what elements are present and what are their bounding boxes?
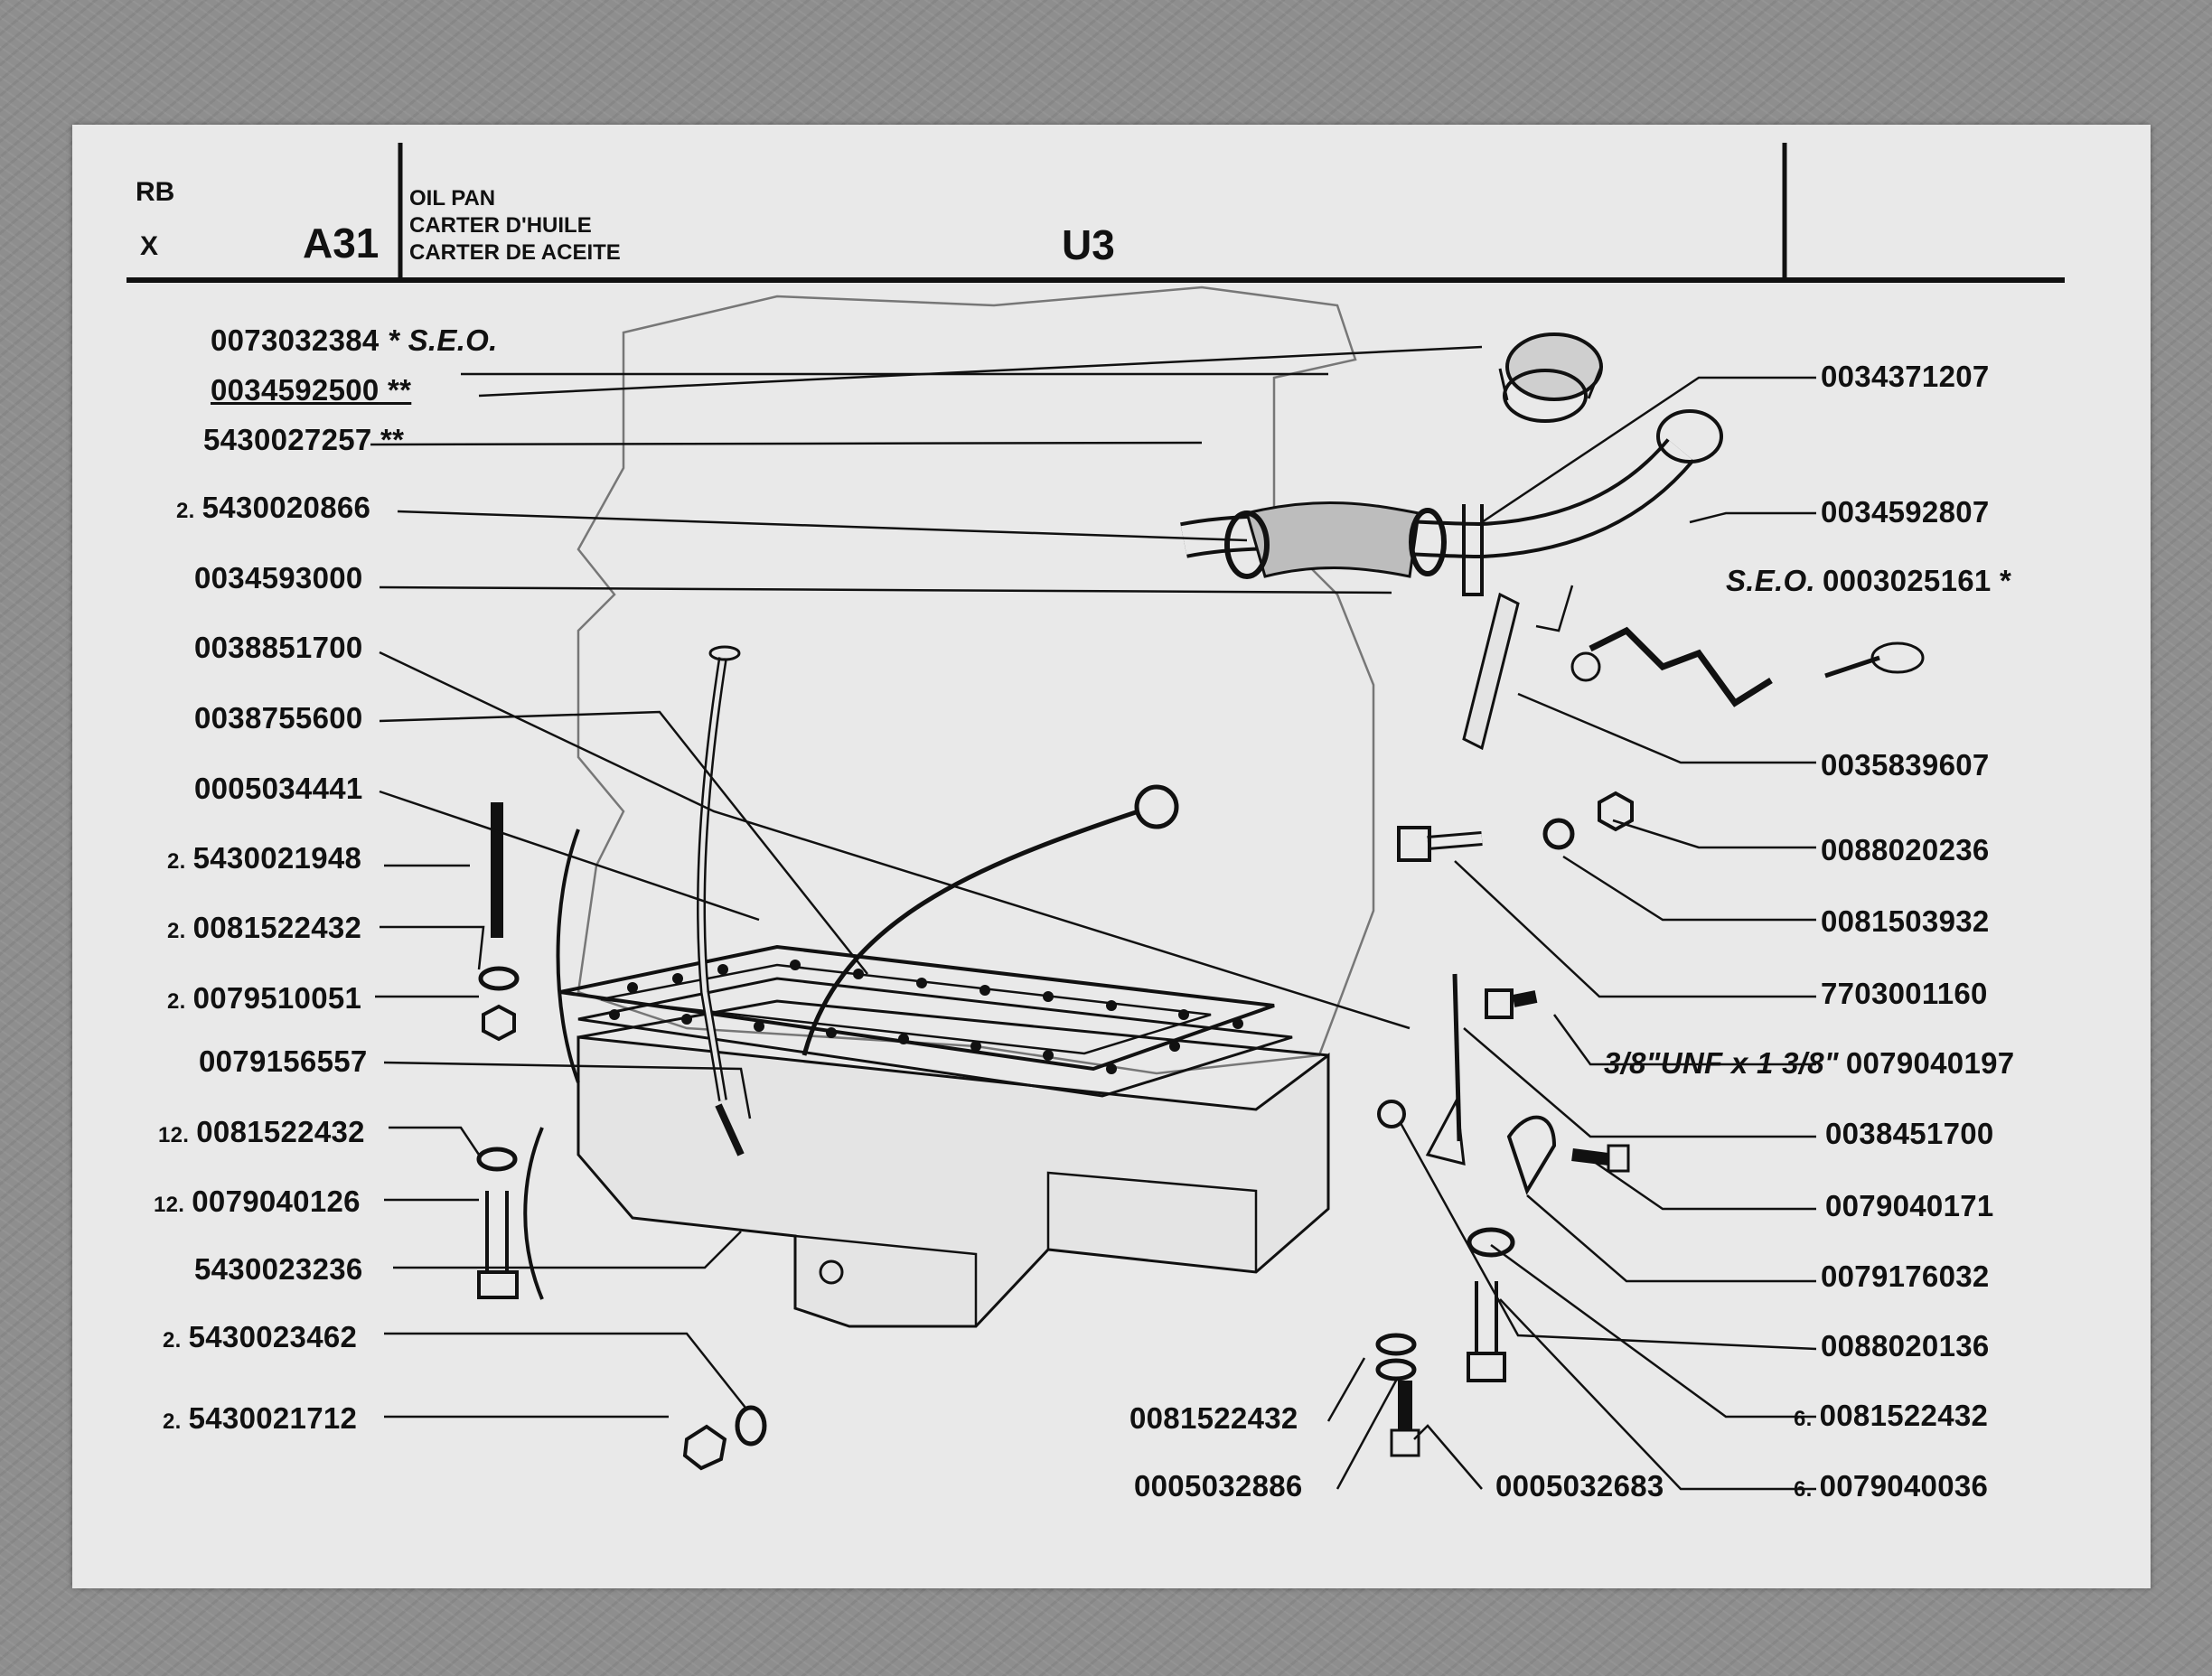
pan-gasket-lower — [577, 977, 1293, 1098]
header-code-rb: RB — [136, 177, 175, 207]
right-label: 6.0079040036 — [1794, 1469, 1989, 1503]
left-label: 0034592500 ** — [211, 373, 412, 407]
hose-clamp — [1224, 510, 1270, 579]
engine-block-ghost — [576, 286, 1375, 1075]
left-label: 2.5430020866 — [176, 491, 371, 524]
left-label: 0073032384 * S.E.O. — [211, 323, 498, 357]
header-title-en: OIL PAN — [409, 186, 496, 211]
gasket-bolt-holes — [609, 960, 1243, 1074]
washer-6x — [1467, 1227, 1515, 1258]
left-label: 0005034441 — [194, 772, 363, 805]
left-label: 5430027257 ** — [203, 423, 405, 456]
right-label: 0079176032 — [1821, 1259, 1990, 1293]
dipstick — [801, 809, 1139, 1056]
drain-boss — [819, 1259, 844, 1285]
bottom-label: 0005032886 — [1134, 1469, 1303, 1503]
bolt-0079040197 — [1512, 990, 1538, 1007]
left-label: 2.5430021948 — [167, 841, 362, 875]
header-code-x: X — [140, 231, 159, 261]
dipstick-handle — [1134, 784, 1179, 829]
header-title-fr: CARTER D'HUILE — [409, 213, 592, 238]
leader-lines — [370, 345, 1817, 1491]
left-label: 0079156557 — [199, 1044, 368, 1078]
bottom-label: 0081522432 — [1129, 1401, 1298, 1435]
right-label: 0088020236 — [1821, 833, 1990, 866]
nut-0088020136 — [1377, 1100, 1406, 1128]
seal-chain — [1589, 626, 1773, 707]
right-label: 0079040171 — [1825, 1189, 1994, 1222]
right-label: S.E.O.0003025161 * — [1726, 564, 2012, 597]
right-label: 0034592807 — [1821, 495, 1990, 529]
left-label: 12.0079040126 — [154, 1184, 361, 1218]
bolt-0079040171 — [1571, 1148, 1609, 1166]
right-label: 0035839607 — [1821, 748, 1990, 782]
filler-hose — [1245, 501, 1420, 578]
left-label: 12.0081522432 — [158, 1115, 365, 1148]
left-label: 2.5430021712 — [163, 1401, 358, 1435]
left-label: 0038851700 — [194, 631, 363, 664]
strap-bracket — [1462, 592, 1520, 751]
bottom-label: 0005032683 — [1495, 1469, 1664, 1503]
right-label: 0034371207 — [1821, 360, 1990, 393]
left-label: 0038755600 — [194, 701, 363, 735]
right-label: 3/8"UNF x 1 3/8"0079040197 — [1604, 1046, 2015, 1080]
right-label: 0038451700 — [1825, 1117, 1994, 1150]
clip-0079176032 — [1506, 1115, 1557, 1195]
left-label: 0034593000 — [194, 561, 363, 595]
filler-cap — [1505, 332, 1603, 401]
nut-0088020236 — [1598, 791, 1634, 832]
left-label: 2.0079510051 — [167, 981, 362, 1015]
right-label: 0081503932 — [1821, 904, 1990, 938]
parts-sheet: RB X A31 OIL PAN CARTER D'HUILE CARTER D… — [72, 125, 2151, 1588]
left-label: 2.0081522432 — [167, 911, 362, 944]
washer-0081503932 — [1542, 818, 1575, 850]
oil-pan-exploded-drawing — [127, 143, 2065, 1491]
right-label: 0088020136 — [1821, 1329, 1990, 1362]
oil-pan-body — [576, 1035, 1330, 1328]
right-label: 7703001160 — [1821, 977, 1988, 1010]
right-label: 6.0081522432 — [1794, 1399, 1989, 1432]
left-label: 5430023236 — [194, 1252, 363, 1286]
header-title-es: CARTER DE ACEITE — [409, 240, 621, 265]
support-bracket — [1462, 504, 1484, 596]
drain-plug — [682, 1424, 727, 1471]
header-group: A31 — [303, 220, 380, 267]
drain-washer — [735, 1405, 767, 1447]
header-model: U3 — [1062, 221, 1115, 268]
left-label: 2.5430023462 — [163, 1320, 358, 1353]
